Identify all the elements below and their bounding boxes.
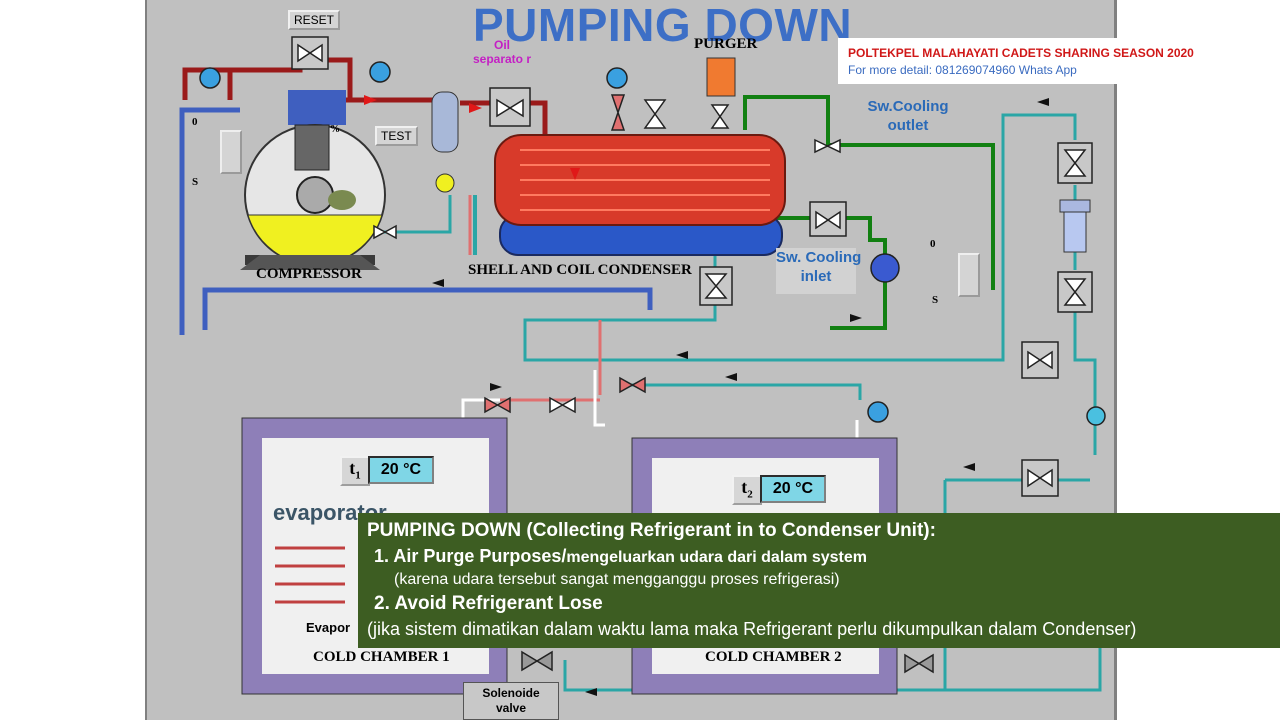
purger-box [706, 57, 736, 97]
filter-drier [1059, 199, 1091, 253]
overlay-item-1-note: (karena udara tersebut sangat mengganggu… [394, 571, 840, 588]
chamber-2-t-sub: 2 [747, 488, 753, 501]
info-line-1: POLTEKPEL MALAHAYATI CADETS SHARING SEAS… [848, 46, 1194, 60]
cooling-water-lines [743, 95, 995, 330]
chamber-1-t-sub: 1 [355, 469, 361, 482]
sw-inlet-line-2: inlet [800, 268, 832, 285]
overlay-item-1-main: 1. Air Purge Purposes/ [374, 546, 567, 566]
oil-separator-label: Oil separato r [472, 38, 532, 66]
chamber-2-temp-display: 20 °C [760, 475, 826, 503]
chamber-2-temp-symbol: t2 [732, 475, 762, 505]
compressor-body [240, 90, 386, 270]
chamber-1-temp-symbol: t1 [340, 456, 370, 486]
overlay-item-2: 2. Avoid Refrigerant Lose [374, 593, 603, 614]
pressure-gauges [199, 61, 1106, 426]
overlay-heading: PUMPING DOWN (Collecting Refrigerant in … [367, 520, 936, 541]
percent-label: % [330, 124, 340, 135]
suction-lines [179, 107, 653, 335]
cold-chamber-1-label: COLD CHAMBER 1 [313, 649, 450, 665]
overlay-item-1-extra: mengeluarkan udara dari dalam system [566, 549, 867, 566]
condenser-shell [473, 134, 786, 256]
oil-separator-vessel [431, 91, 459, 193]
overlay-item-1: 1. Air Purge Purposes/mengeluarkan udara… [374, 546, 867, 567]
sw-inlet-line-1: Sw. Cooling [776, 249, 862, 266]
solenoid-valve-label: Solenoide valve [463, 682, 559, 720]
flow-arrows-black [432, 98, 1049, 696]
sw-outlet-line-1: Sw.Cooling [867, 98, 949, 115]
gauge-zero-label: 0 [192, 116, 198, 128]
info-banner: POLTEKPEL MALAHAYATI CADETS SHARING SEAS… [838, 38, 1258, 84]
gauge-s-label: S [192, 176, 199, 188]
cold-chamber-2-label: COLD CHAMBER 2 [705, 649, 842, 665]
flow-arrows-red [364, 95, 580, 180]
test-button[interactable]: TEST [375, 126, 418, 146]
chamber-1-t: t [349, 458, 356, 478]
gauge-s-label-2: S [932, 294, 939, 306]
chamber-2-t: t [741, 477, 748, 497]
page-title: PUMPING DOWN [473, 0, 853, 51]
info-line-2: For more detail: 081269074960 Whats App [848, 63, 1077, 77]
sw-outlet-line-2: outlet [887, 117, 929, 134]
overlay-item-2-note: (jika sistem dimatikan dalam waktu lama … [367, 619, 1137, 639]
condenser-label: SHELL AND COIL CONDENSER [468, 262, 692, 278]
sw-cooling-outlet-label: Sw.Cooling outlet [858, 97, 958, 135]
explanation-panel: PUMPING DOWN (Collecting Refrigerant in … [358, 513, 1280, 648]
compressor-label: COMPRESSOR [256, 266, 362, 282]
chamber-1-temp-display: 20 °C [368, 456, 434, 484]
sw-cooling-inlet-label: Sw. Cooling inlet [776, 248, 862, 294]
gauge-zero-label-2: 0 [930, 238, 936, 250]
purger-label: PURGER [694, 36, 758, 52]
capacity-stepper[interactable] [220, 130, 242, 174]
solenoid-line-2: valve [495, 701, 527, 715]
water-stepper[interactable] [958, 253, 980, 297]
evaporator-small-label: Evapor [306, 620, 351, 635]
valves [291, 36, 1093, 674]
evaporator-coil [275, 546, 345, 604]
solenoid-line-1: Solenoide [482, 686, 540, 700]
reset-button[interactable]: RESET [288, 10, 341, 30]
